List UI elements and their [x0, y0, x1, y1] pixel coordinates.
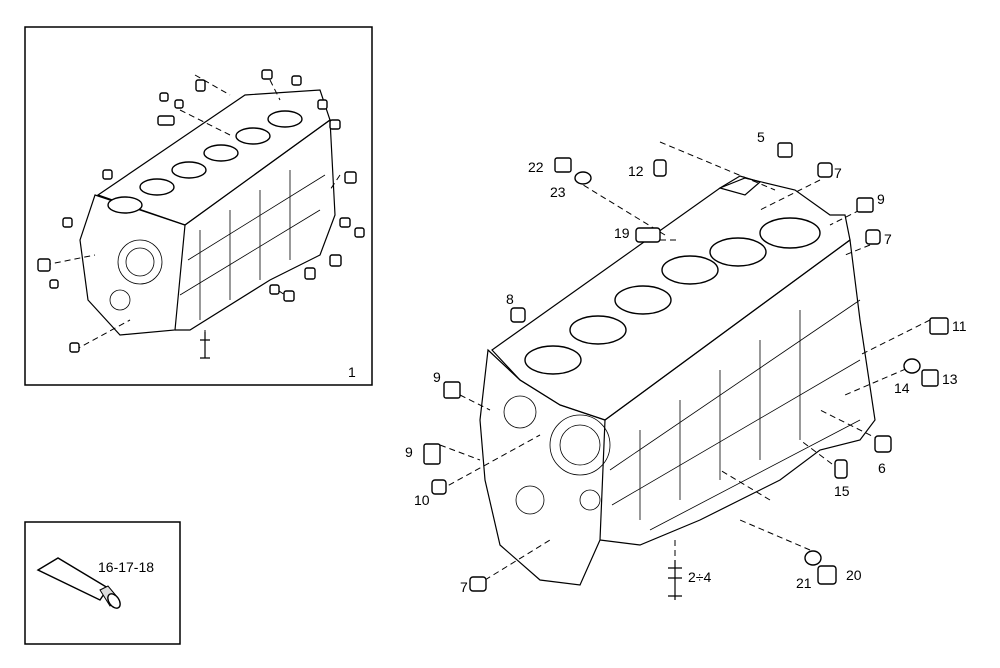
part-10 — [431, 479, 447, 495]
part-2-4 — [668, 560, 682, 600]
part-21 — [804, 550, 822, 566]
part-14 — [903, 358, 921, 374]
kit-frame — [24, 521, 181, 645]
part-9-top — [856, 197, 874, 213]
part-19 — [635, 227, 661, 243]
callout-21: 21 — [796, 575, 812, 591]
part-12 — [653, 159, 667, 177]
part-7-top — [817, 162, 833, 178]
callout-9-left-upper: 9 — [433, 369, 441, 385]
callout-7-top: 7 — [834, 165, 842, 181]
callout-9-left-lower: 9 — [405, 444, 413, 460]
main-engine-block-drawing — [479, 175, 876, 586]
part-5 — [777, 142, 793, 158]
inset-plugs-and-leaders — [37, 69, 365, 359]
kit-label: 16-17-18 — [98, 559, 154, 575]
callout-13: 13 — [942, 371, 958, 387]
inset-assembly-label: 1 — [348, 364, 356, 380]
callout-11: 11 — [952, 318, 967, 334]
callout-6: 6 — [878, 460, 886, 476]
callout-5: 5 — [757, 129, 765, 145]
callout-20: 20 — [846, 567, 862, 583]
part-22 — [554, 157, 572, 173]
main-parts-and-leaders — [423, 141, 949, 600]
callout-9-top: 9 — [877, 191, 885, 207]
sealant-tube-icon — [36, 557, 121, 609]
part-11 — [929, 317, 949, 335]
part-9-left-lower — [423, 443, 441, 465]
part-9-left-upper — [443, 381, 461, 399]
part-20 — [817, 565, 837, 585]
part-8 — [510, 307, 526, 323]
callout-7-right: 7 — [884, 231, 892, 247]
part-6 — [874, 435, 892, 453]
callout-23: 23 — [550, 184, 566, 200]
callout-8: 8 — [506, 291, 514, 307]
part-15 — [834, 459, 848, 479]
callout-10: 10 — [414, 492, 430, 508]
part-23 — [574, 171, 592, 185]
callout-14: 14 — [894, 380, 910, 396]
inset-engine-block-drawing — [79, 89, 336, 336]
part-7-bottom — [469, 576, 487, 592]
callout-22: 22 — [528, 159, 544, 175]
callout-labels: 5 22 23 12 7 9 19 7 8 11 9 14 13 9 10 6 … — [405, 129, 967, 595]
callout-15: 15 — [834, 483, 850, 499]
part-13 — [921, 369, 939, 387]
callout-2-4: 2÷4 — [688, 569, 711, 585]
callout-7-bottom: 7 — [460, 579, 468, 595]
callout-12: 12 — [628, 163, 644, 179]
part-7-right — [865, 229, 881, 245]
callout-19: 19 — [614, 225, 630, 241]
